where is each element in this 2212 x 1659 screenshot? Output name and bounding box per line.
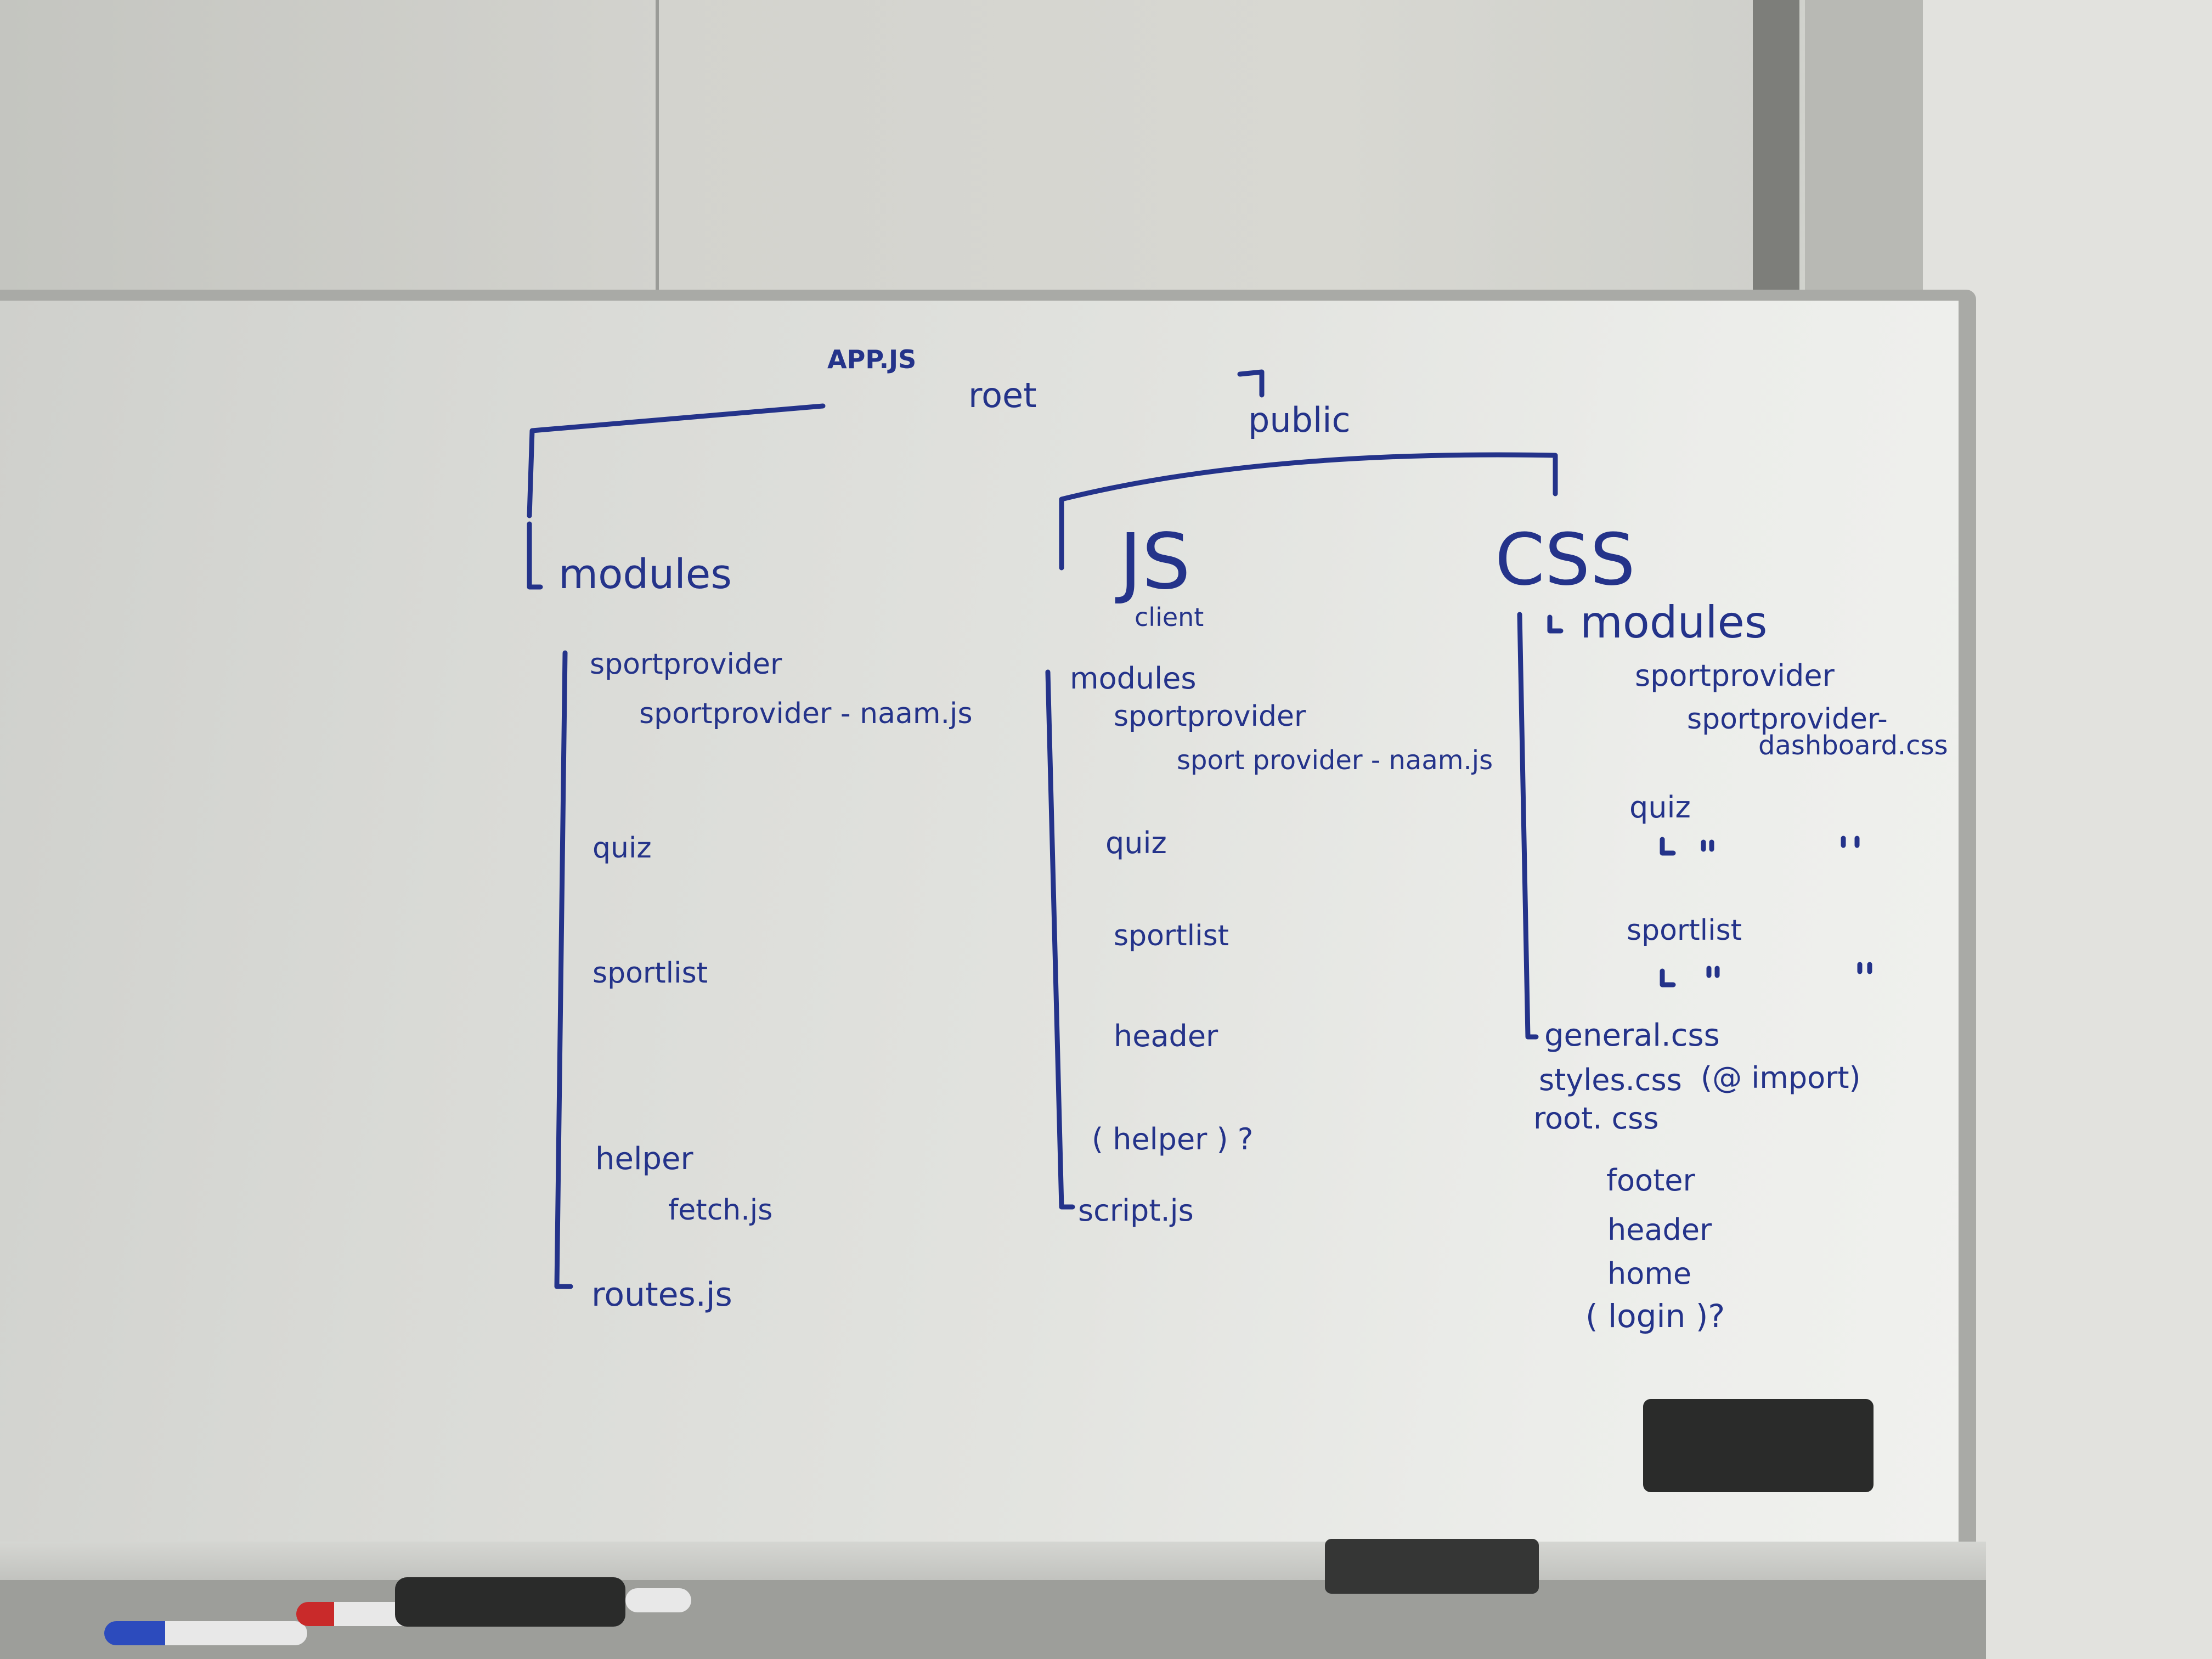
js-client-label: client xyxy=(1135,602,1204,632)
root-item: routes.js xyxy=(591,1276,732,1314)
js-item: modules xyxy=(1070,661,1197,696)
css-modules-tick xyxy=(1547,614,1564,634)
door-panel xyxy=(1805,0,1923,329)
css-item: header xyxy=(1607,1212,1712,1247)
css-item: dashboard.css xyxy=(1758,730,1948,761)
css-item: sportprovider xyxy=(1635,658,1835,693)
js-heading: JS xyxy=(1119,517,1191,607)
public-bracket-wide xyxy=(1059,452,1558,571)
root-modules-heading: modules xyxy=(558,551,732,598)
root-bracket xyxy=(527,403,826,590)
js-item: sport provider - naam.js xyxy=(1177,745,1493,776)
public-bracket xyxy=(1237,369,1265,398)
css-heading: CSS xyxy=(1495,518,1635,601)
css-item: modules xyxy=(1580,597,1768,648)
css-item: ( login )? xyxy=(1585,1297,1725,1335)
root-item: quiz xyxy=(592,832,652,865)
css-sportlist-ditto xyxy=(1660,962,1872,988)
marker-tray xyxy=(0,1542,1986,1585)
css-item: general.css xyxy=(1544,1018,1720,1053)
root-label: roet xyxy=(968,375,1037,415)
app-js-label: APP.JS xyxy=(827,345,917,374)
marker-cap xyxy=(625,1588,691,1612)
whiteboard xyxy=(0,301,1959,1542)
eraser-holder xyxy=(1643,1399,1874,1492)
css-item: quiz xyxy=(1629,790,1691,825)
blue-marker xyxy=(104,1621,307,1645)
js-tree-line xyxy=(1045,669,1075,1210)
css-quiz-ditto xyxy=(1660,836,1860,856)
root-item: sportprovider - naam.js xyxy=(639,697,973,730)
js-item: script.js xyxy=(1078,1193,1194,1228)
css-item: sportprovider- xyxy=(1687,703,1888,736)
wall-seam xyxy=(656,0,659,307)
js-item: quiz xyxy=(1105,826,1167,860)
root-item: helper xyxy=(595,1141,693,1177)
door-frame xyxy=(1753,0,1799,329)
js-item: header xyxy=(1114,1019,1218,1053)
black-marker-case xyxy=(395,1577,625,1627)
root-item: sportprovider xyxy=(590,648,782,681)
root-item: sportlist xyxy=(592,957,708,990)
root-item: fetch.js xyxy=(668,1194,773,1227)
css-item: sportlist xyxy=(1627,914,1742,947)
css-item: root. css xyxy=(1533,1101,1659,1136)
css-item: (@ import) xyxy=(1701,1060,1861,1095)
js-item: sportlist xyxy=(1114,919,1229,952)
css-item: styles.css xyxy=(1539,1063,1682,1097)
css-tree-line xyxy=(1517,612,1539,1040)
css-item: footer xyxy=(1606,1163,1695,1198)
root-tree-line xyxy=(554,650,573,1289)
public-label: public xyxy=(1248,400,1351,440)
css-item: home xyxy=(1607,1256,1692,1291)
eraser xyxy=(1325,1539,1539,1594)
js-item: sportprovider xyxy=(1114,700,1306,733)
js-item: ( helper ) ? xyxy=(1092,1122,1254,1156)
